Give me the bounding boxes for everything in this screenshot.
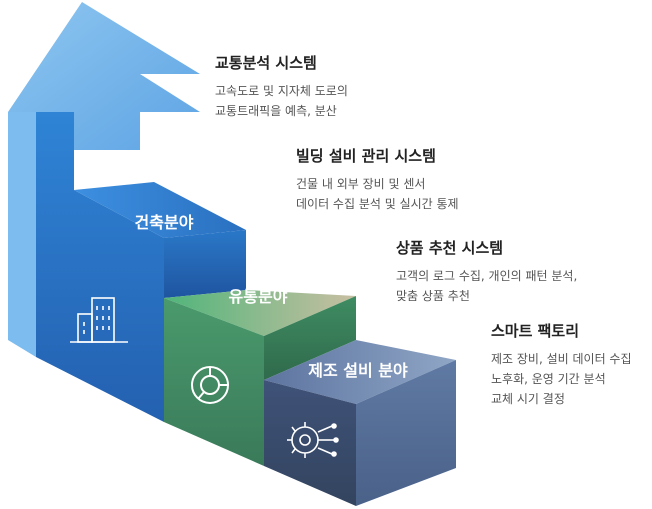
system-line: 교체 시기 결정 — [491, 392, 565, 406]
system-building: 빌딩 설비 관리 시스템 건물 내 외부 장비 및 센서 데이터 수집 분석 및… — [296, 147, 459, 214]
system-title: 빌딩 설비 관리 시스템 — [296, 147, 436, 165]
architecture-label: 건축분야 — [135, 213, 194, 232]
system-traffic: 교통분석 시스템 고속도로 및 지자체 도로의 교통트래픽을 예측, 분산 — [215, 54, 348, 121]
gear-circuit-icon — [287, 422, 339, 458]
architecture-side-face — [164, 230, 246, 298]
stage-manufacturing — [264, 340, 456, 506]
distribution-side-face — [264, 296, 356, 380]
architecture-top-face — [74, 182, 246, 238]
arrow-left-edge — [8, 112, 36, 357]
arrow-front-face — [36, 112, 164, 422]
system-line: 데이터 수집 분석 및 실시간 통제 — [296, 197, 459, 211]
system-line: 건물 내 외부 장비 및 센서 — [296, 177, 426, 191]
system-line: 제조 장비, 설비 데이터 수집 — [491, 352, 632, 366]
arrow-head-top — [8, 2, 200, 150]
stage-architecture — [8, 2, 246, 422]
system-line: 노후화, 운영 기간 분석 — [491, 372, 606, 386]
manufacturing-top-face — [264, 340, 456, 404]
system-line: 맞춤 상품 추천 — [396, 289, 470, 303]
system-title: 교통분석 시스템 — [215, 54, 317, 72]
pie-chart-icon — [191, 366, 229, 404]
system-title: 상품 추천 시스템 — [396, 239, 504, 257]
system-recommendation: 상품 추천 시스템 고객의 로그 수집, 개인의 패턴 분석, 맞춤 상품 추천 — [396, 239, 577, 306]
manufacturing-label: 제조 설비 분야 — [308, 361, 408, 380]
manufacturing-side-face — [356, 360, 456, 506]
system-line: 교통트래픽을 예측, 분산 — [215, 104, 337, 118]
system-line: 고속도로 및 지자체 도로의 — [215, 84, 348, 98]
distribution-top-face — [164, 290, 356, 336]
stage-distribution — [164, 290, 356, 466]
distribution-label: 유통분야 — [229, 287, 288, 306]
system-title: 스마트 팩토리 — [491, 322, 580, 340]
distribution-front-face — [164, 298, 264, 466]
manufacturing-front-face — [264, 380, 356, 506]
building-icon — [70, 297, 128, 343]
system-smart-factory: 스마트 팩토리 제조 장비, 설비 데이터 수집 노후화, 운영 기간 분석 교… — [491, 322, 632, 409]
system-line: 고객의 로그 수집, 개인의 패턴 분석, — [396, 269, 578, 283]
